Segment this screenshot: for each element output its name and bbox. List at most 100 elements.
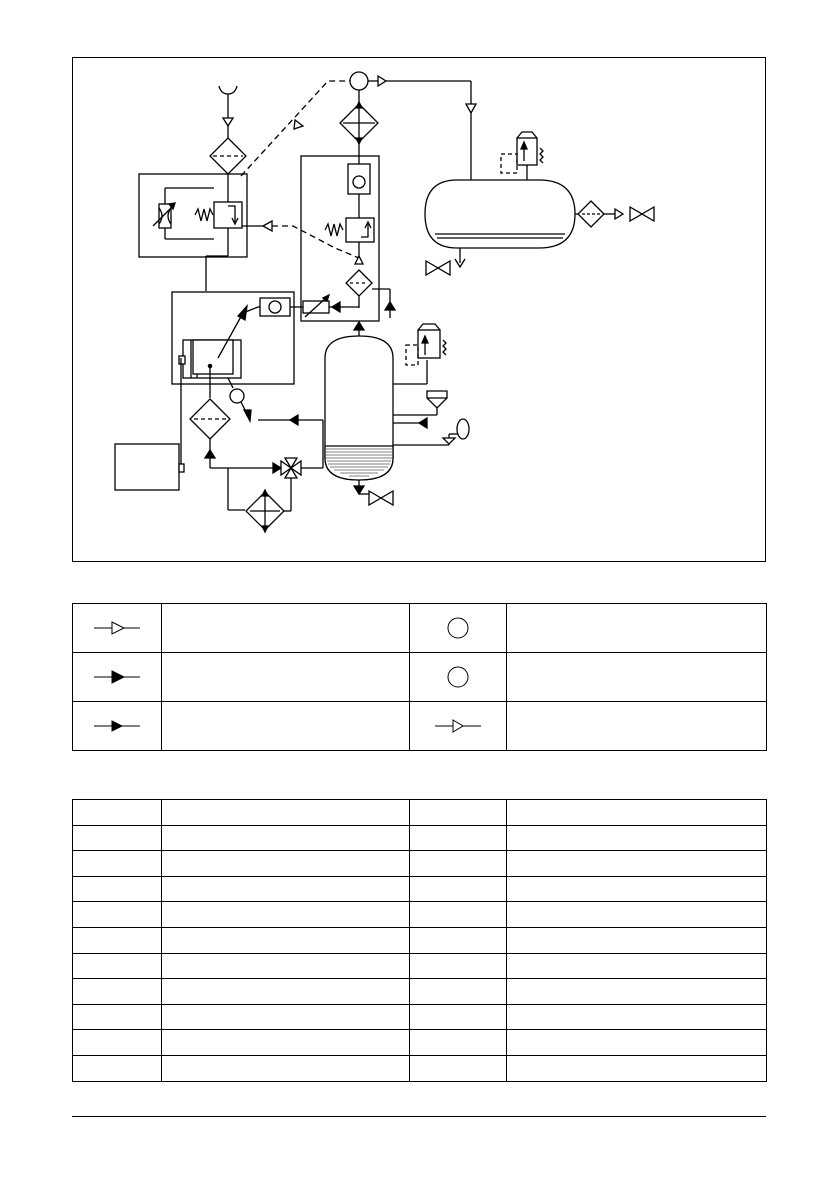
safety-valve-icon <box>500 131 544 180</box>
oil-filler-icon <box>393 390 448 416</box>
table-cell <box>409 901 507 928</box>
table-cell <box>161 926 410 954</box>
legend-table <box>72 603 767 751</box>
table-cell <box>506 926 767 954</box>
table-cell <box>161 824 410 852</box>
table-cell <box>506 875 767 903</box>
table-row <box>72 875 767 903</box>
table-row <box>72 799 767 826</box>
legend-text-cell <box>161 701 410 751</box>
legend-symbol-cell <box>409 701 507 751</box>
table-cell <box>409 952 507 980</box>
table-cell <box>409 875 507 903</box>
table-cell <box>409 799 507 826</box>
table-cell <box>409 1003 507 1031</box>
table-cell <box>72 978 162 1005</box>
table-row <box>72 926 767 954</box>
table-cell <box>72 850 162 877</box>
drain-valve-icon <box>368 489 394 507</box>
flow-arrow-open-icon <box>293 118 305 130</box>
table-cell <box>72 901 162 928</box>
parts-table <box>72 799 767 1082</box>
intake-filter-icon <box>209 126 247 203</box>
table-row <box>72 901 767 928</box>
pneumatic-schematic <box>114 71 655 534</box>
legend-symbol-cell <box>72 701 162 751</box>
legend-text-cell <box>506 603 767 653</box>
table-row <box>72 978 767 1005</box>
legend-symbol-cell <box>409 652 507 702</box>
table-cell <box>409 1029 507 1056</box>
pressure-gauge-icon <box>227 377 252 424</box>
table-cell <box>161 901 410 928</box>
table-cell <box>72 1003 162 1031</box>
pneumatic-diagram <box>72 57 766 562</box>
table-cell <box>506 901 767 928</box>
legend-symbol-cell <box>72 652 162 702</box>
legend-symbol-cell <box>409 603 507 653</box>
legend-row <box>72 603 767 653</box>
outlet-valve-icon <box>575 200 655 228</box>
footer-rule <box>72 1116 766 1117</box>
intake-vent-icon <box>218 85 238 128</box>
table-cell <box>72 1029 162 1056</box>
safety-valve-icon <box>393 323 447 385</box>
table-cell <box>161 978 410 1005</box>
flow-arrow-filled-icon <box>94 670 140 684</box>
table-cell <box>409 926 507 954</box>
circle-icon <box>447 617 469 639</box>
table-cell <box>72 952 162 980</box>
table-row <box>72 1054 767 1082</box>
table-row <box>72 1029 767 1056</box>
table-cell <box>506 1029 767 1056</box>
table-cell <box>409 978 507 1005</box>
table-cell <box>409 850 507 877</box>
table-row <box>72 824 767 852</box>
pressure-gauge-icon <box>393 416 470 446</box>
table-row <box>72 850 767 877</box>
table-cell <box>161 1003 410 1031</box>
table-cell <box>161 952 410 980</box>
separator-filter-icon <box>300 155 397 322</box>
compressor-icon <box>171 291 295 385</box>
table-cell <box>409 1054 507 1082</box>
table-cell <box>72 799 162 826</box>
table-cell <box>72 1054 162 1082</box>
table-cell <box>72 875 162 903</box>
pressure-switch-icon <box>324 140 375 243</box>
circle-icon <box>447 666 469 688</box>
outlet-filter-icon <box>339 71 478 180</box>
table-cell <box>506 850 767 877</box>
legend-text-cell <box>506 652 767 702</box>
flow-arrow-open-icon <box>94 621 140 635</box>
primary-receiver-icon <box>324 320 394 496</box>
table-cell <box>161 799 410 826</box>
table-cell <box>72 824 162 852</box>
legend-text-cell <box>506 701 767 751</box>
flow-arrow-open-icon <box>435 719 481 733</box>
table-row <box>72 1003 767 1031</box>
table-cell <box>161 875 410 903</box>
table-cell <box>506 1003 767 1031</box>
control-line-icon <box>240 80 350 177</box>
legend-row <box>72 701 767 751</box>
table-cell <box>506 824 767 852</box>
legend-symbol-cell <box>72 603 162 653</box>
three-way-valve-icon <box>258 413 324 479</box>
table-cell <box>506 799 767 826</box>
legend-row <box>72 652 767 702</box>
motor-icon <box>114 358 185 491</box>
cooler-icon <box>189 366 292 534</box>
legend-text-cell <box>161 603 410 653</box>
check-valve-icon <box>258 293 359 318</box>
table-row <box>72 952 767 980</box>
legend-text-cell <box>161 652 410 702</box>
unloader-valve-icon <box>138 173 360 291</box>
secondary-receiver-icon <box>424 179 576 277</box>
table-cell <box>161 850 410 877</box>
table-cell <box>506 1054 767 1082</box>
table-cell <box>161 1029 410 1056</box>
flow-arrow-mid-icon <box>94 720 140 732</box>
table-cell <box>161 1054 410 1082</box>
table-cell <box>72 926 162 954</box>
